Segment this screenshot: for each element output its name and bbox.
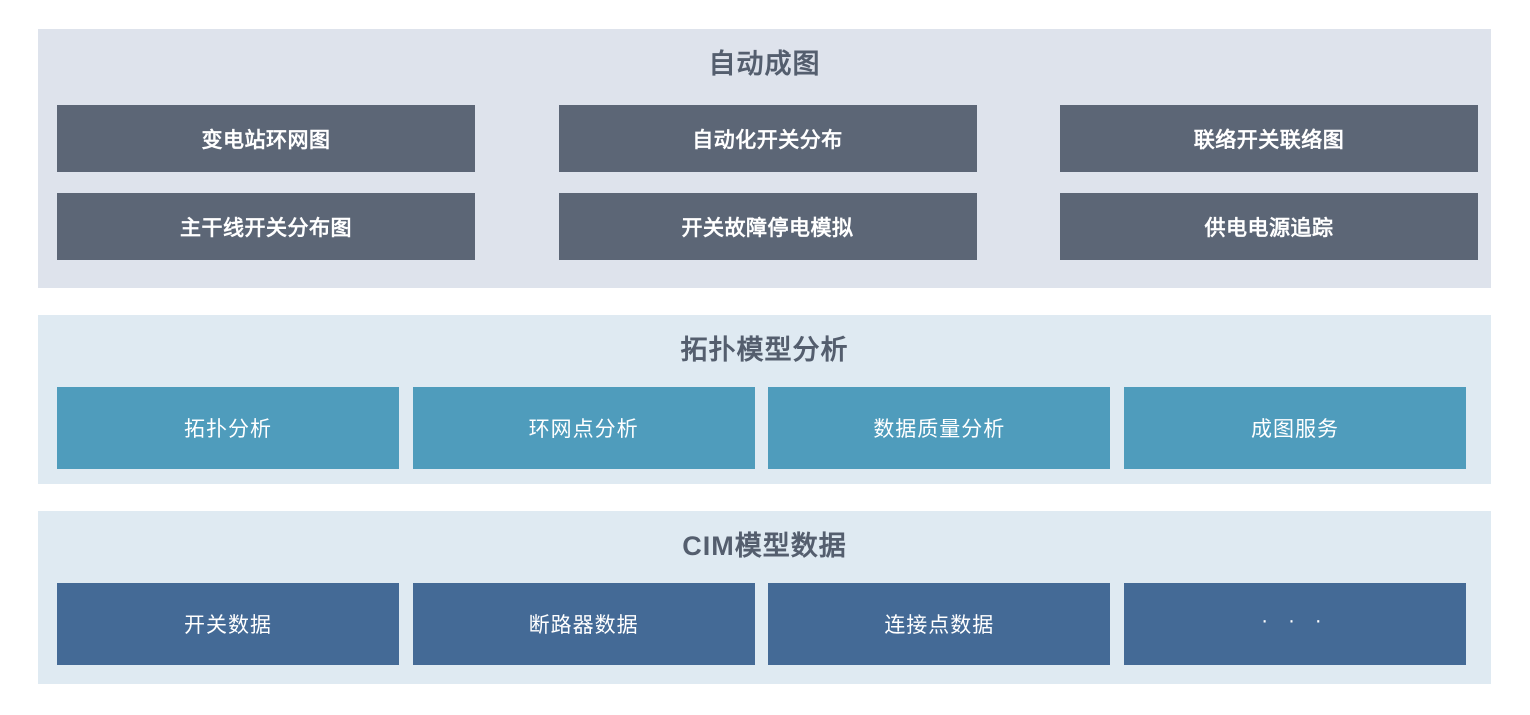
- layer-topology-model-analysis: 拓扑模型分析 拓扑分析 环网点分析 数据质量分析 成图服务: [38, 315, 1491, 484]
- auto-mapping-card-grid: 变电站环网图 自动化开关分布 联络开关联络图 主干线开关分布图 开关故障停电模拟…: [57, 105, 1478, 260]
- card-power-supply-source-tracing[interactable]: 供电电源追踪: [1060, 193, 1478, 260]
- card-mapping-service[interactable]: 成图服务: [1123, 387, 1466, 469]
- card-automation-switch-distribution[interactable]: 自动化开关分布: [558, 105, 977, 172]
- card-trunk-line-switch-distribution-diagram[interactable]: 主干线开关分布图: [57, 193, 475, 260]
- card-switch-fault-outage-simulation[interactable]: 开关故障停电模拟: [558, 193, 977, 260]
- card-topology-analysis[interactable]: 拓扑分析: [57, 387, 399, 469]
- auto-mapping-row-1: 变电站环网图 自动化开关分布 联络开关联络图: [57, 105, 1478, 172]
- layer-title-auto-mapping: 自动成图: [708, 49, 821, 79]
- topology-card-grid: 拓扑分析 环网点分析 数据质量分析 成图服务: [57, 387, 1466, 469]
- card-circuit-breaker-data[interactable]: 断路器数据: [412, 583, 755, 665]
- layer-auto-mapping: 自动成图 变电站环网图 自动化开关分布 联络开关联络图 主干线开关分布图 开关故…: [38, 29, 1491, 288]
- layer-cim-model-data: CIM模型数据 开关数据 断路器数据 连接点数据 · · ·: [38, 511, 1491, 684]
- auto-mapping-row-2: 主干线开关分布图 开关故障停电模拟 供电电源追踪: [57, 193, 1478, 260]
- card-connectivity-node-data[interactable]: 连接点数据: [768, 583, 1111, 665]
- card-substation-ring-network-diagram[interactable]: 变电站环网图: [57, 105, 475, 172]
- layer-gap-2: [38, 484, 1491, 511]
- card-more-data-ellipsis[interactable]: · · ·: [1123, 583, 1466, 665]
- cim-card-grid: 开关数据 断路器数据 连接点数据 · · ·: [57, 583, 1466, 665]
- card-tie-switch-connection-diagram[interactable]: 联络开关联络图: [1060, 105, 1478, 172]
- layer-gap-1: [38, 288, 1491, 315]
- card-data-quality-analysis[interactable]: 数据质量分析: [768, 387, 1111, 469]
- card-switch-data[interactable]: 开关数据: [57, 583, 399, 665]
- layer-title-topology-model-analysis: 拓扑模型分析: [680, 335, 849, 365]
- layer-title-cim-model-data: CIM模型数据: [682, 531, 847, 561]
- card-ring-network-point-analysis[interactable]: 环网点分析: [412, 387, 755, 469]
- architecture-stack: 自动成图 变电站环网图 自动化开关分布 联络开关联络图 主干线开关分布图 开关故…: [38, 29, 1491, 684]
